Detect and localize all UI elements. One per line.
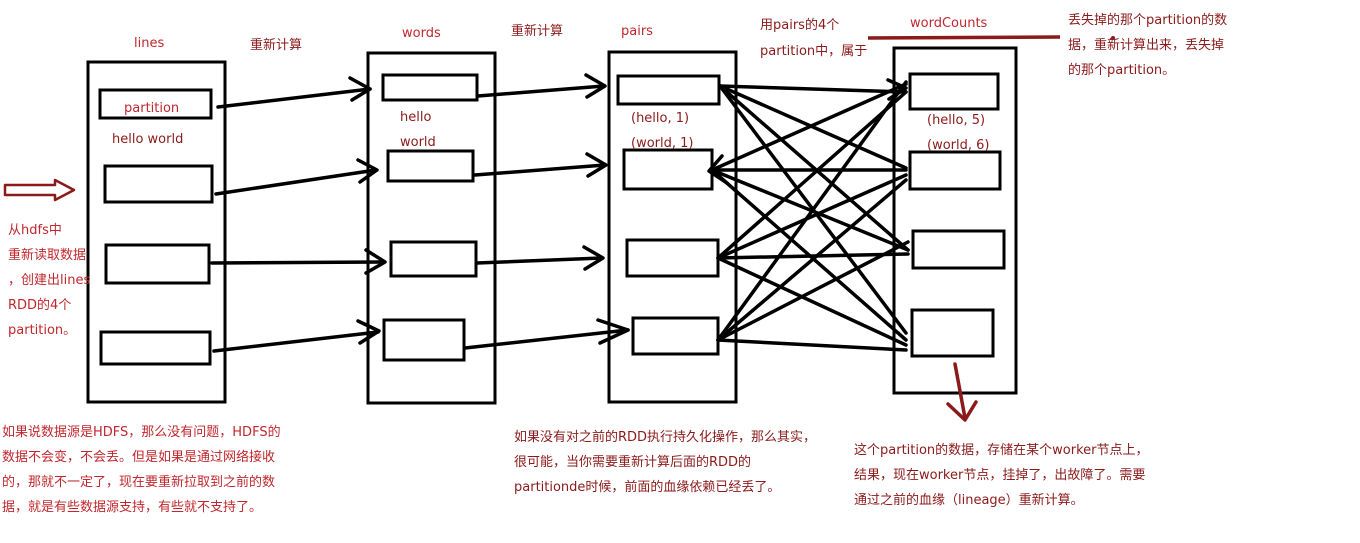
svg-text:从hdfs中: 从hdfs中 <box>8 223 62 238</box>
rdd-frame-lines <box>86 60 227 404</box>
lines-partition-content: hello world <box>112 132 183 147</box>
svg-text:很可能，当你需要重新计算后面的RDD的: 很可能，当你需要重新计算后面的RDD的 <box>514 454 751 470</box>
svg-text:，创建出lines: ，创建出lines <box>8 273 90 288</box>
column-title-words: words <box>402 26 441 41</box>
column-title-wordcounts: wordCounts <box>910 16 988 31</box>
words-partition-4 <box>382 318 466 362</box>
wordcounts-partition-4 <box>910 308 995 358</box>
words-partition-line1: hello <box>400 110 431 125</box>
svg-text:用pairs的4个: 用pairs的4个 <box>760 17 839 33</box>
hdfs-input-arrow <box>3 178 76 202</box>
pairs-partition-3 <box>625 238 720 278</box>
lines-partition-3 <box>104 243 211 285</box>
svg-text:这个partition的数据，存储在某个worker节点上，: 这个partition的数据，存储在某个worker节点上， <box>854 442 1149 458</box>
lines-partition-4 <box>99 330 212 366</box>
svg-text:的，那就不一定了，现在要重新拉取到之前的数: 的，那就不一定了，现在要重新拉取到之前的数 <box>2 474 275 490</box>
svg-text:partitionde时候，前面的血缘依赖已经丢了。: partitionde时候，前面的血缘依赖已经丢了。 <box>514 479 780 495</box>
svg-text:数据不会变，不会丢。但是如果是通过网络接收: 数据不会变，不会丢。但是如果是通过网络接收 <box>2 449 275 465</box>
svg-text:据，就是有些数据源支持，有些就不支持了。: 据，就是有些数据源支持，有些就不支持了。 <box>2 500 262 515</box>
svg-text:partition。: partition。 <box>8 323 76 338</box>
svg-text:重新读取数据: 重新读取数据 <box>8 247 86 263</box>
recompute-label-2: 重新计算 <box>511 23 563 39</box>
rdd-frame-pairs <box>607 50 738 404</box>
pairs-partition-line1: (hello, 1) <box>631 111 689 126</box>
pairs-partition-2 <box>622 148 714 191</box>
note-data-source: 如果说数据源是HDFS，那么没有问题，HDFS的 数据不会变，不会丢。但是如果是… <box>2 424 281 515</box>
svg-text:据，重新计算出来，丢失掉: 据，重新计算出来，丢失掉 <box>1068 37 1224 53</box>
pairs-partition-1 <box>616 74 721 106</box>
marker-dot <box>1111 36 1115 40</box>
svg-text:通过之前的血缘（lineage）重新计算。: 通过之前的血缘（lineage）重新计算。 <box>854 492 1084 508</box>
lines-partition-label: partition <box>124 101 179 116</box>
svg-text:丢失掉的那个partition的数: 丢失掉的那个partition的数 <box>1068 12 1227 28</box>
shuffle-deps-pairs-wordcounts <box>707 78 910 352</box>
wordcounts-partition-line1: (hello, 5) <box>927 113 985 128</box>
wordcounts-partition-1 <box>908 72 1000 111</box>
note-belongs: 用pairs的4个 partition中，属于 <box>760 17 867 59</box>
note-lost-partition: 丢失掉的那个partition的数 据，重新计算出来，丢失掉 的那个partit… <box>1068 12 1227 78</box>
wordcounts-underline <box>867 35 1061 40</box>
svg-text:结果，现在worker节点，挂掉了，出故障了。需要: 结果，现在worker节点，挂掉了，出故障了。需要 <box>854 468 1145 483</box>
svg-text:的那个partition。: 的那个partition。 <box>1068 62 1175 78</box>
lines-partition-1 <box>98 88 213 120</box>
wordcounts-partition-3 <box>911 229 1006 270</box>
recompute-label-1: 重新计算 <box>250 37 302 53</box>
svg-text:partition中，属于: partition中，属于 <box>760 44 867 59</box>
column-title-lines: lines <box>134 36 164 51</box>
narrow-deps-lines-words <box>210 76 387 353</box>
wordcounts-partition-2 <box>908 150 1002 191</box>
note-hdfs-reread: 从hdfs中 重新读取数据 ，创建出lines RDD的4个 partition… <box>8 223 90 338</box>
note-persist: 如果没有对之前的RDD执行持久化操作，那么其实， 很可能，当你需要重新计算后面的… <box>514 429 816 495</box>
svg-text:如果没有对之前的RDD执行持久化操作，那么其实，: 如果没有对之前的RDD执行持久化操作，那么其实， <box>514 429 816 445</box>
note-worker-failure: 这个partition的数据，存储在某个worker节点上， 结果，现在work… <box>854 442 1149 508</box>
words-partition-2 <box>386 149 475 183</box>
pairs-partition-line2: (world, 1) <box>631 136 693 151</box>
narrow-deps-words-pairs <box>463 73 630 350</box>
words-partition-3 <box>389 240 478 278</box>
lines-partition-2 <box>103 164 214 204</box>
failed-partition-arrow <box>946 362 978 422</box>
wordcounts-partition-line2: (world, 6) <box>927 138 989 153</box>
svg-text:RDD的4个: RDD的4个 <box>8 297 71 313</box>
words-partition-1 <box>381 73 479 102</box>
svg-text:如果说数据源是HDFS，那么没有问题，HDFS的: 如果说数据源是HDFS，那么没有问题，HDFS的 <box>2 424 281 440</box>
words-partition-line2: world <box>400 135 436 150</box>
rdd-frame-words <box>366 51 497 405</box>
column-title-pairs: pairs <box>621 24 653 39</box>
pairs-partition-4 <box>631 316 720 356</box>
rdd-frame-wordcounts <box>892 46 1018 395</box>
